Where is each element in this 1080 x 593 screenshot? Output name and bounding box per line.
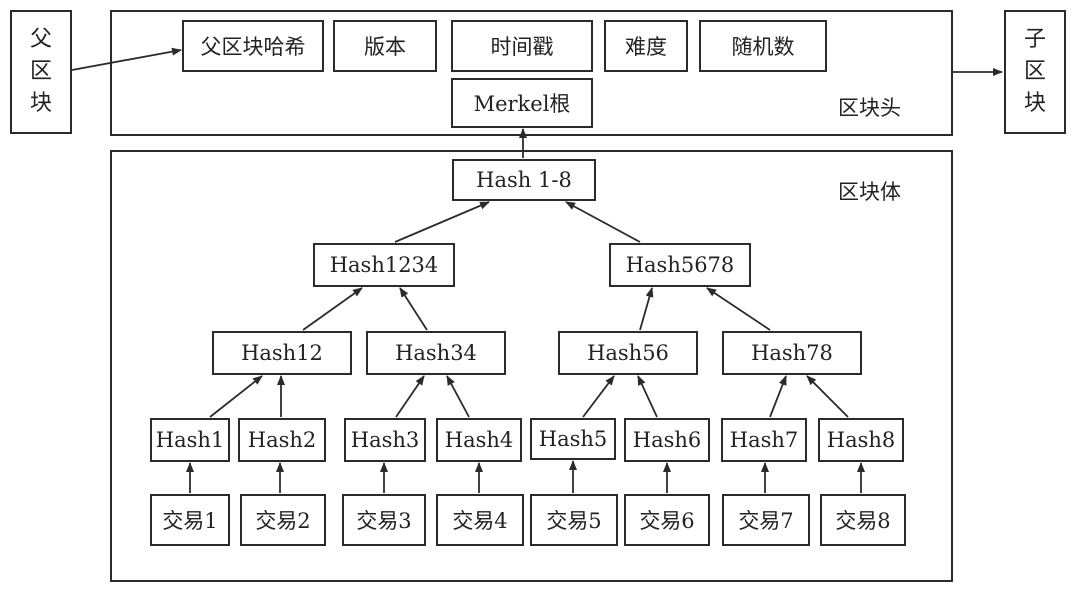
hash-leaf: Hash5 (530, 418, 616, 460)
child-block-char: 区 (1023, 59, 1046, 84)
header-field-timestamp: 时间戳 (451, 20, 593, 72)
parent-block-char: 区 (29, 59, 52, 84)
transaction: 交易7 (722, 494, 810, 546)
parent-block-char: 父 (29, 27, 52, 52)
arrow-parent-to-header (71, 47, 182, 71)
merkel-root: Merkel根 (451, 78, 593, 128)
hash-level3: Hash78 (722, 331, 862, 375)
hash-level3: Hash12 (212, 331, 352, 375)
transaction: 交易8 (820, 494, 906, 546)
block-body-label: 区块体 (838, 180, 901, 204)
parent-block-char: 块 (29, 91, 52, 116)
arrow-hash5-to-56 (582, 375, 615, 418)
transaction: 交易4 (436, 494, 524, 546)
transaction: 交易3 (342, 494, 426, 546)
child-block: 子 区 块 (1004, 10, 1066, 134)
transaction: 交易6 (624, 494, 710, 546)
hash-leaf: Hash3 (344, 418, 426, 462)
arrow-hash8-to-78 (806, 375, 849, 418)
header-field-version: 版本 (333, 20, 437, 72)
hash-leaf: Hash8 (818, 418, 904, 462)
hash-level2: Hash5678 (609, 243, 751, 287)
hash-level2: Hash1234 (313, 243, 455, 287)
arrow-hash3-to-34 (395, 375, 425, 418)
hash-level3: Hash34 (366, 331, 506, 375)
arrow-hash6-to-56 (637, 375, 658, 418)
arrow-hash1-to-12 (209, 375, 263, 418)
hash-leaf: Hash6 (624, 418, 710, 462)
arrow-hash4-to-34 (446, 375, 470, 418)
hash-leaf: Hash7 (721, 418, 807, 462)
header-field-difficulty: 难度 (604, 20, 688, 72)
hash-root: Hash 1-8 (452, 159, 596, 201)
hash-leaf: Hash1 (150, 418, 230, 462)
arrow-hash34-to-1234 (399, 287, 428, 331)
transaction: 交易1 (150, 494, 230, 546)
child-block-char: 子 (1023, 27, 1046, 52)
hash-leaf: Hash2 (238, 418, 326, 462)
header-field-parent-hash: 父区块哈希 (182, 20, 324, 72)
transaction: 交易5 (530, 494, 618, 546)
arrow-hash12-to-1234 (302, 287, 363, 331)
arrow-hash78-to-5678 (706, 287, 771, 331)
hash-leaf: Hash4 (436, 418, 522, 462)
block-header-label: 区块头 (838, 96, 901, 120)
arrow-hash7-to-78 (769, 375, 787, 418)
arrow-hash56-to-5678 (639, 287, 654, 331)
child-block-char: 块 (1023, 91, 1046, 116)
header-field-nonce: 随机数 (699, 20, 827, 72)
parent-block: 父 区 块 (10, 10, 72, 134)
transaction: 交易2 (240, 494, 326, 546)
hash-level3: Hash56 (558, 331, 698, 375)
arrow-l2-right-to-root (565, 201, 641, 243)
arrow-l2-left-to-root (394, 201, 490, 243)
